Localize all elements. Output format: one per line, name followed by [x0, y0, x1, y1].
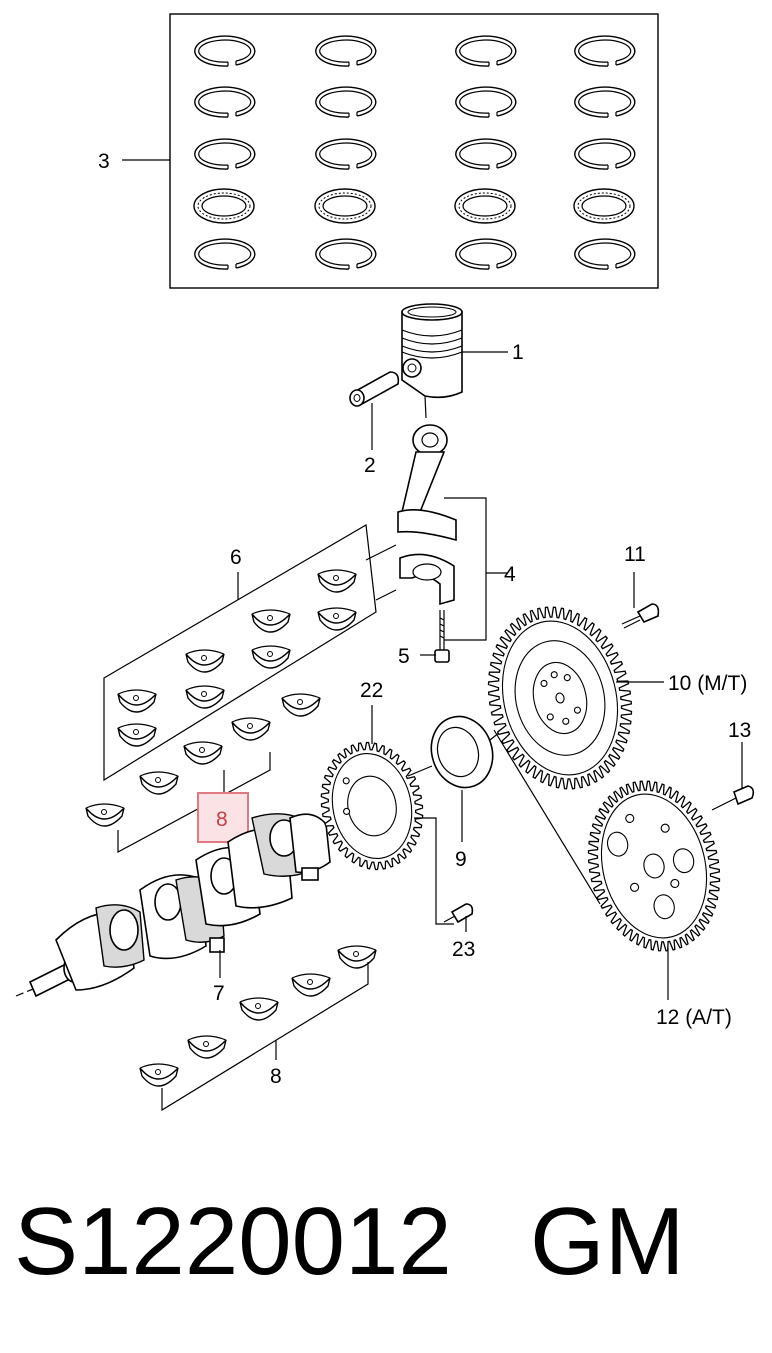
compression-ring	[194, 238, 256, 270]
callout-9: 9	[455, 848, 467, 871]
brand-name: GM	[530, 1188, 685, 1295]
rod-bearing-outline	[103, 524, 377, 782]
compression-ring	[194, 35, 256, 67]
compression-ring	[315, 35, 377, 67]
oil-control-ring	[193, 188, 255, 224]
sprocket-gear	[320, 741, 424, 871]
rod-bearing-shell	[317, 607, 357, 631]
rod-bolt	[434, 610, 450, 663]
rod-bearing-shell	[185, 685, 225, 709]
flexplate-bolt	[711, 785, 755, 811]
main-bearing-shell	[231, 717, 271, 741]
flexplate-gear	[587, 780, 721, 952]
callout-7: 7	[213, 982, 225, 1005]
rod-bearing-shell	[185, 649, 225, 673]
callout-8: 8	[270, 1065, 282, 1088]
compression-ring	[574, 238, 636, 270]
main-bearings-lower	[139, 945, 377, 1087]
callout-13: 13	[728, 719, 751, 742]
callout-6: 6	[230, 546, 242, 569]
callout-4: 4	[504, 563, 516, 586]
compression-ring	[574, 86, 636, 118]
connecting-rod	[397, 424, 457, 606]
compression-ring	[574, 138, 636, 170]
compression-ring	[194, 86, 256, 118]
compression-ring	[315, 238, 377, 270]
flywheel-gear	[487, 606, 633, 790]
main-bearing-shell	[183, 741, 223, 765]
main-bearing-shell	[291, 973, 331, 997]
compression-ring	[455, 238, 517, 270]
flywheel-mt	[487, 606, 633, 790]
highlight-callout-8: 8	[197, 792, 249, 843]
part-number: S1220012	[14, 1188, 452, 1295]
callout-23: 23	[452, 938, 475, 961]
compression-ring	[574, 35, 636, 67]
sprocket-bolt	[443, 903, 474, 924]
oil-seal	[430, 715, 494, 789]
rod-bearing-shell	[251, 609, 291, 633]
main-bearing-shell	[139, 1063, 179, 1087]
main-bearings-upper	[85, 693, 321, 827]
piston-ring-set	[169, 13, 659, 289]
callout-11: 11	[624, 543, 646, 566]
crank-sprocket	[320, 741, 424, 871]
compression-ring	[194, 138, 256, 170]
callout-5: 5	[398, 645, 410, 668]
rod-bearings	[117, 569, 357, 747]
compression-ring	[455, 138, 517, 170]
oil-control-ring	[573, 188, 635, 224]
rod-bearing-shell	[251, 645, 291, 669]
callout-22: 22	[360, 679, 383, 702]
main-bearing-shell	[337, 945, 377, 969]
callout-10: 10 (M/T)	[668, 672, 747, 695]
callout-12: 12 (A/T)	[656, 1006, 732, 1029]
rod-bearing-shell	[117, 723, 157, 747]
main-bearing-shell	[139, 771, 179, 795]
svg-text:8: 8	[216, 808, 228, 831]
compression-ring	[315, 86, 377, 118]
compression-ring	[315, 138, 377, 170]
crankshaft	[15, 813, 331, 998]
compression-ring	[455, 35, 517, 67]
piston-pin	[349, 371, 400, 407]
callout-2: 2	[364, 454, 376, 477]
main-bearing-shell	[281, 693, 321, 717]
callout-3: 3	[98, 150, 110, 173]
main-bearing-shell	[239, 997, 279, 1021]
oil-control-ring	[314, 188, 376, 224]
rod-bearing-shell	[317, 569, 357, 593]
flexplate-at	[587, 780, 721, 952]
callout-1: 1	[512, 341, 524, 364]
main-bearing-shell	[187, 1035, 227, 1059]
piston	[401, 303, 463, 419]
rod-bearing-shell	[117, 689, 157, 713]
flywheel-bolt	[621, 603, 660, 629]
oil-control-ring	[454, 188, 516, 224]
compression-ring	[455, 86, 517, 118]
main-bearing-shell	[85, 803, 125, 827]
